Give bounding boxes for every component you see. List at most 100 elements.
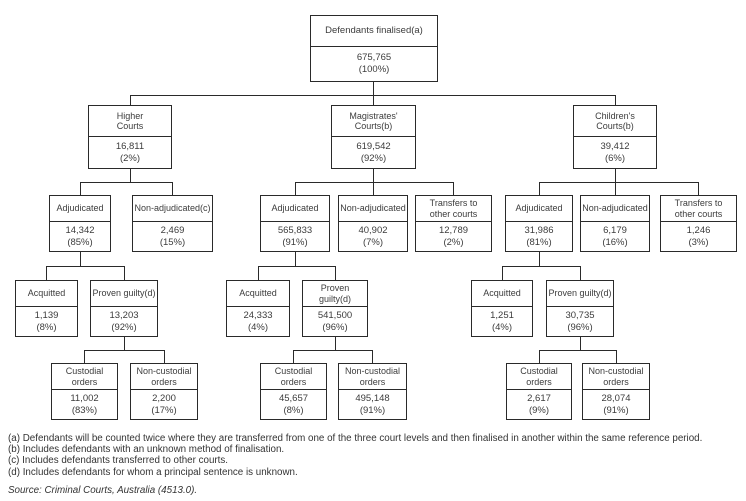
node-childrens-acquitted: Acquitted 1,251 (4%) — [471, 280, 533, 337]
node-childrens-non-custodial-orders-value: 28,074 — [601, 392, 631, 404]
node-defendants-finalised-value: 675,765 — [356, 52, 392, 63]
node-higher-non-adjudicated-pct: (15%) — [159, 236, 186, 248]
node-childrens-non-adjudicated-value: 6,179 — [603, 224, 627, 236]
node-childrens-non-custodial-orders: Non-custodial orders 28,074 (91%) — [582, 363, 650, 420]
connector-to-magistrates-acquitted — [258, 266, 259, 280]
node-higher-non-custodial-orders-label: Non-custodial orders — [131, 364, 197, 390]
node-higher-proven-guilty-label: Proven guilty(d) — [91, 281, 157, 307]
connector-magistrates-adjudicated-down — [295, 252, 296, 266]
connector-to-magistrates-custodial — [293, 350, 294, 363]
node-childrens-custodial-orders-pct: (9%) — [528, 404, 550, 416]
connector-childrens-proven-hbar — [539, 350, 617, 351]
node-magistrates-courts-value: 619,542 — [356, 140, 391, 152]
node-higher-adjudicated-value: 14,342 — [65, 224, 95, 236]
connector-to-childrens-proven-guilty — [580, 266, 581, 280]
node-childrens-proven-guilty: Proven guilty(d) 30,735 (96%) — [546, 280, 614, 337]
connector-to-higher-adjudicated — [80, 182, 81, 195]
node-magistrates-custodial-orders: Custodial orders 45,657 (8%) — [260, 363, 327, 420]
node-magistrates-acquitted-pct: (4%) — [247, 321, 269, 333]
node-higher-courts-pct: (2%) — [119, 152, 141, 164]
node-higher-acquitted: Acquitted 1,139 (8%) — [15, 280, 78, 337]
node-childrens-acquitted-label: Acquitted — [472, 281, 532, 307]
connector-higher-proven-down — [124, 337, 125, 350]
node-higher-acquitted-value: 1,139 — [34, 309, 59, 321]
node-childrens-non-adjudicated-pct: (16%) — [602, 236, 628, 248]
node-magistrates-transfers-label: Transfers to other courts — [416, 196, 491, 222]
footnote-c: (c) Includes defendants transferred to o… — [8, 455, 228, 467]
connector-to-higher — [130, 95, 131, 105]
connector-to-childrens-custodial — [539, 350, 540, 363]
node-magistrates-non-adjudicated-label: Non-adjudicated — [339, 196, 407, 222]
source-note: Source: Criminal Courts, Australia (4513… — [8, 484, 198, 496]
node-higher-non-adjudicated-label: Non-adjudicated(c) — [133, 196, 212, 222]
connector-root-down — [373, 82, 374, 95]
node-higher-non-custodial-orders: Non-custodial orders 2,200 (17%) — [130, 363, 198, 420]
connector-higher-adjudicated-down — [80, 252, 81, 266]
node-childrens-courts-label: Children's Courts(b) — [574, 106, 656, 137]
node-magistrates-non-custodial-orders: Non-custodial orders 495,148 (91%) — [338, 363, 407, 420]
node-childrens-courts-pct: (6%) — [604, 152, 626, 164]
node-magistrates-courts-label: Magistrates' Courts(b) — [332, 106, 415, 137]
footnote-d: (d) Includes defendants for whom a princ… — [8, 466, 298, 478]
node-childrens-non-adjudicated-label: Non-adjudicated — [581, 196, 649, 222]
node-childrens-non-custodial-orders-label: Non-custodial orders — [583, 364, 649, 390]
connector-magistrates-down — [373, 169, 374, 182]
node-magistrates-adjudicated-pct: (91%) — [282, 236, 308, 248]
connector-to-magistrates-non-custodial — [372, 350, 373, 363]
node-higher-non-custodial-orders-pct: (17%) — [151, 404, 177, 416]
node-childrens-non-custodial-orders-pct: (91%) — [603, 404, 629, 416]
footnote-a: (a) Defendants will be counted twice whe… — [8, 433, 703, 444]
node-childrens-courts: Children's Courts(b) 39,412 (6%) — [573, 105, 657, 169]
node-childrens-proven-guilty-value: 30,735 — [565, 309, 595, 321]
connector-to-higher-custodial — [84, 350, 85, 363]
node-higher-courts-label: Higher Courts — [89, 106, 171, 137]
connector-to-higher-non-custodial — [164, 350, 165, 363]
connector-magistrates-proven-hbar — [293, 350, 373, 351]
node-magistrates-non-custodial-orders-value: 495,148 — [355, 392, 390, 404]
node-higher-custodial-orders-pct: (83%) — [71, 404, 98, 416]
connector-higher-hbar — [80, 182, 173, 183]
connector-to-magistrates-proven-guilty — [335, 266, 336, 280]
node-defendants-finalised-pct: (100%) — [358, 64, 390, 75]
node-childrens-proven-guilty-pct: (96%) — [567, 321, 593, 333]
node-childrens-courts-value: 39,412 — [600, 140, 630, 152]
node-magistrates-courts-pct: (92%) — [360, 152, 387, 164]
node-higher-acquitted-label: Acquitted — [16, 281, 77, 307]
node-childrens-non-adjudicated: Non-adjudicated 6,179 (16%) — [580, 195, 650, 252]
connector-magistrates-adjudicated-hbar — [258, 266, 336, 267]
node-magistrates-custodial-orders-label: Custodial orders — [261, 364, 326, 390]
node-magistrates-non-adjudicated-value: 40,902 — [358, 224, 388, 236]
connector-childrens-adjudicated-down — [539, 252, 540, 266]
connector-higher-down — [130, 169, 131, 182]
connector-childrens-hbar — [539, 182, 699, 183]
node-childrens-transfers-label: Transfers to other courts — [661, 196, 736, 222]
connector-magistrates-proven-down — [335, 337, 336, 350]
connector-to-higher-acquitted — [46, 266, 47, 280]
node-magistrates-custodial-orders-value: 45,657 — [278, 392, 309, 404]
node-magistrates-proven-guilty-pct: (96%) — [322, 321, 348, 333]
node-magistrates-transfers-value: 12,789 — [438, 224, 469, 236]
connector-to-childrens-acquitted — [502, 266, 503, 280]
node-childrens-adjudicated-value: 31,986 — [524, 224, 554, 236]
footnotes-block: (a) Defendants will be counted twice whe… — [8, 433, 740, 496]
connector-to-magistrates — [373, 95, 374, 105]
node-childrens-adjudicated-label: Adjudicated — [506, 196, 572, 222]
connector-to-childrens-non-adjudicated — [615, 182, 616, 195]
footnote-b: (b) Includes defendants with an unknown … — [8, 444, 285, 456]
connector-childrens-adjudicated-hbar — [502, 266, 581, 267]
node-higher-adjudicated-label: Adjudicated — [50, 196, 110, 222]
node-childrens-proven-guilty-label: Proven guilty(d) — [547, 281, 613, 307]
node-defendants-finalised-label: Defendants finalised(a) — [311, 16, 437, 47]
node-childrens-transfers-pct: (3%) — [688, 236, 709, 248]
connector-to-magistrates-non-adjudicated — [373, 182, 374, 195]
connector-childrens-proven-down — [580, 337, 581, 350]
node-higher-acquitted-pct: (8%) — [36, 321, 57, 333]
connector-higher-adjudicated-hbar — [46, 266, 125, 267]
node-higher-courts: Higher Courts 16,811 (2%) — [88, 105, 172, 169]
node-higher-courts-value: 16,811 — [115, 140, 145, 152]
node-magistrates-adjudicated-label: Adjudicated — [261, 196, 329, 222]
node-higher-non-adjudicated-value: 2,469 — [160, 224, 185, 236]
node-magistrates-transfers-pct: (2%) — [443, 236, 464, 248]
connector-higher-proven-hbar — [84, 350, 165, 351]
